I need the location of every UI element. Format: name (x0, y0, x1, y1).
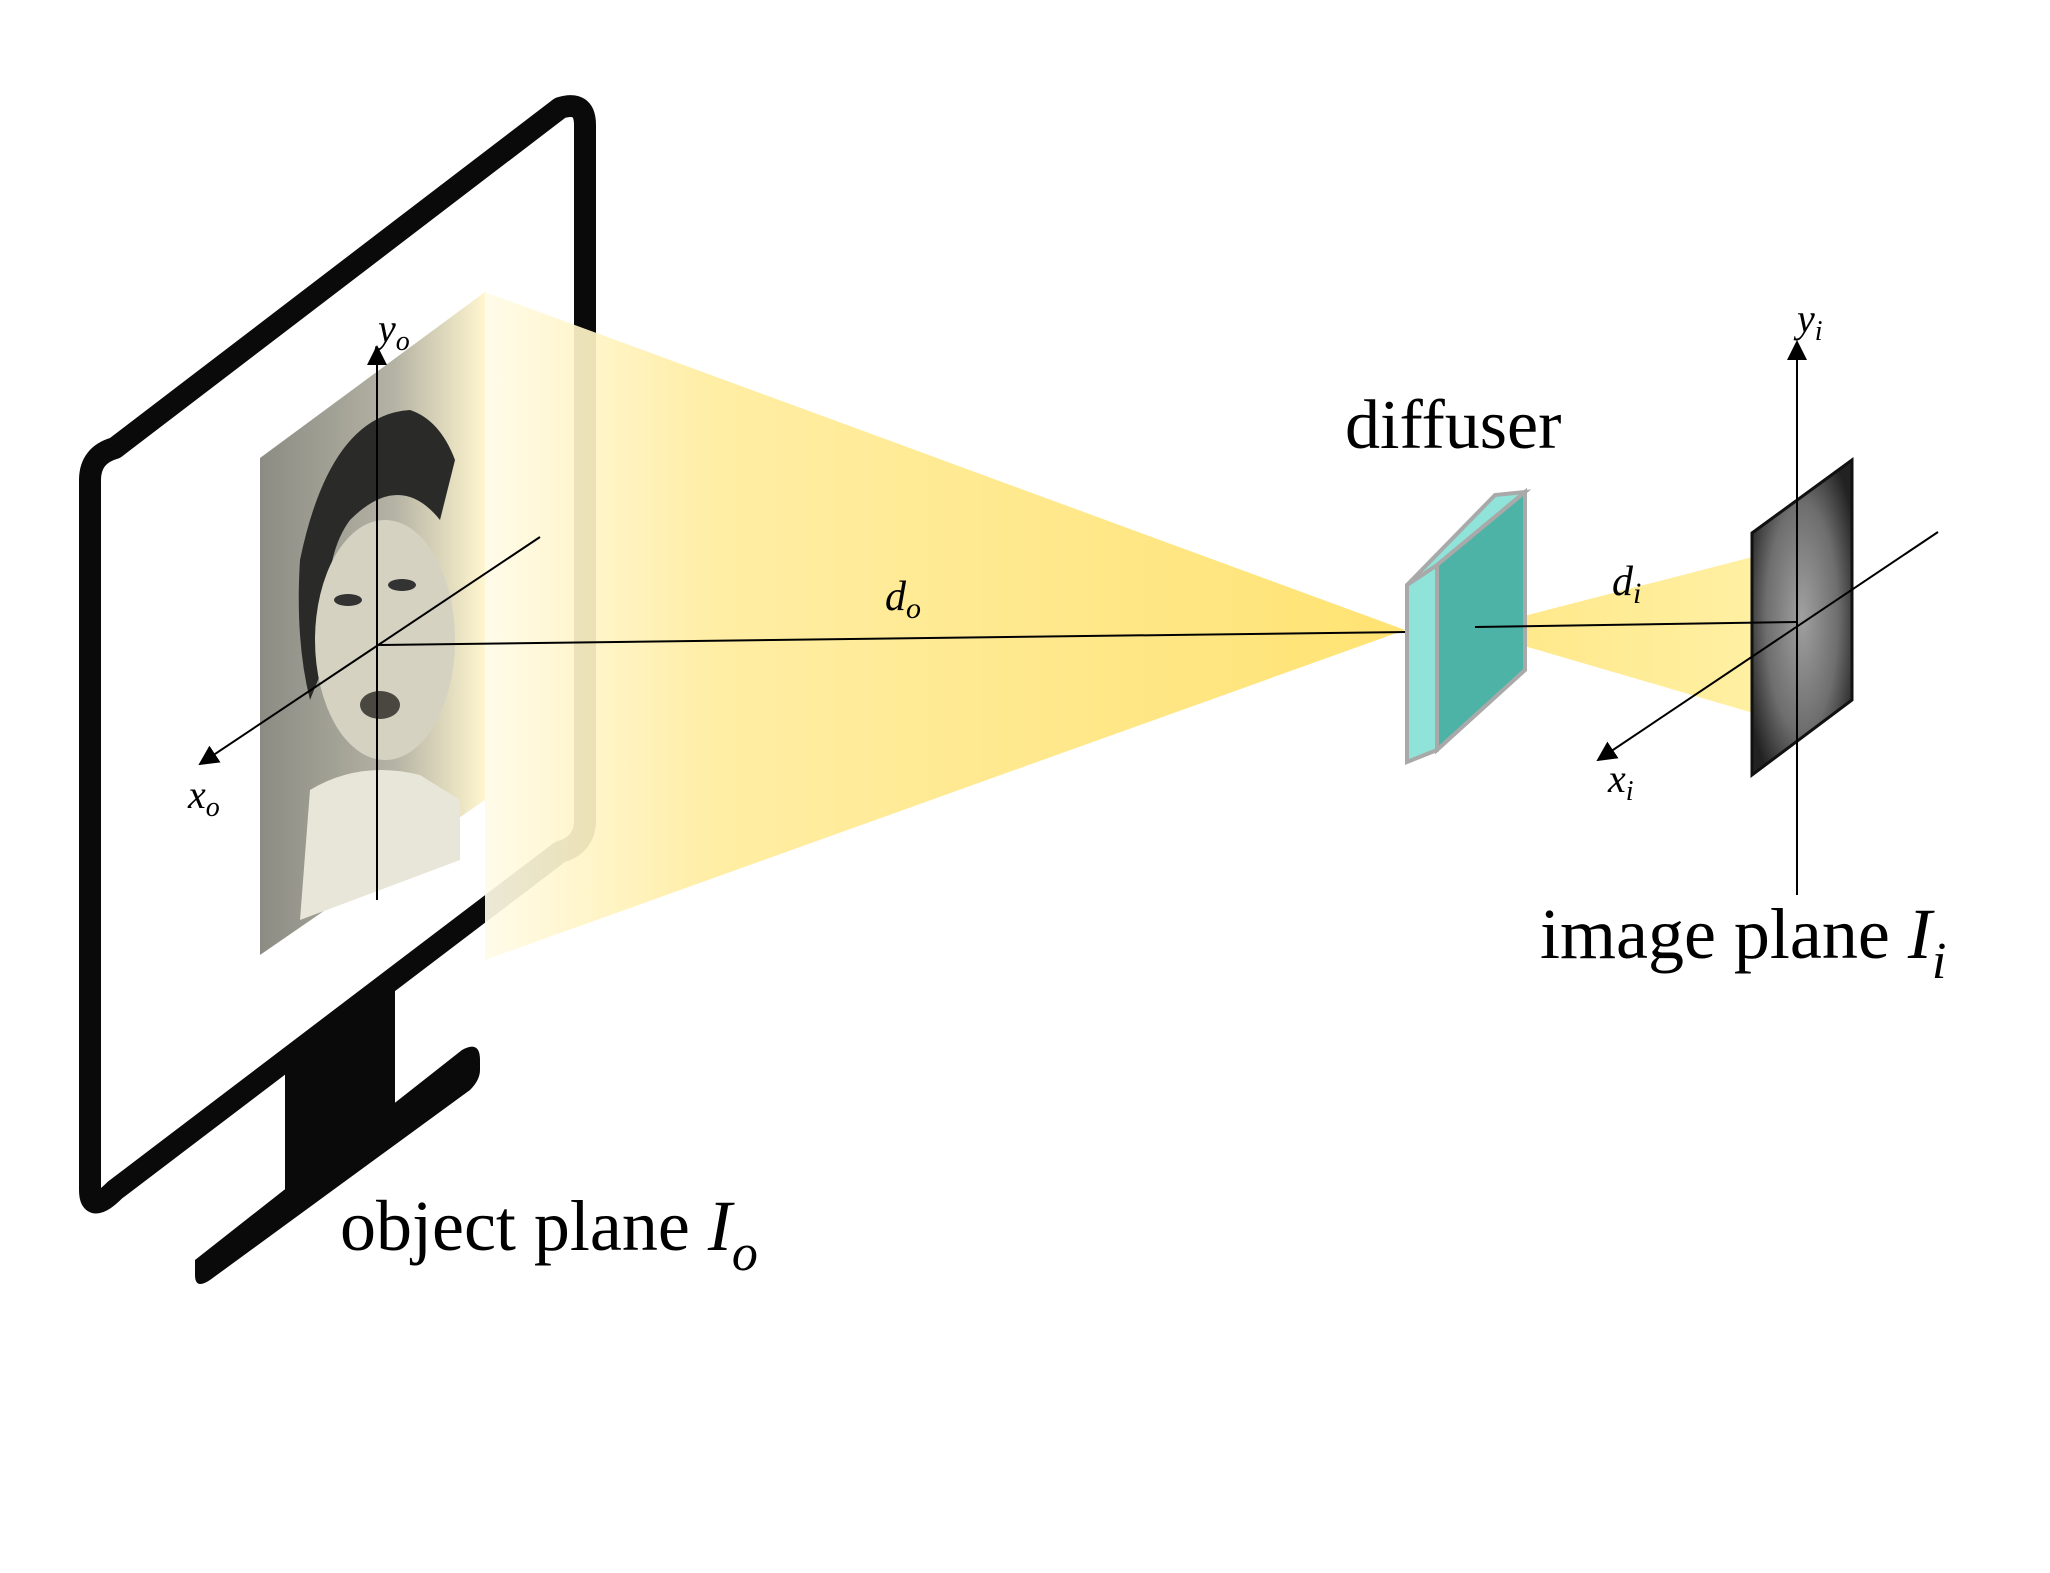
x-o-axis (198, 536, 541, 766)
light-beam-object-side (485, 292, 1405, 960)
x-i-label: xi (1607, 756, 1634, 807)
object-plane-axes (198, 345, 1406, 900)
d-i-label: di (1612, 559, 1641, 610)
image-plane-label: image plane Ii (1540, 894, 1946, 990)
diffuser-icon (1405, 487, 1532, 765)
d-o-label: do (885, 574, 921, 625)
y-o-label: yo (374, 306, 410, 357)
image-plane-axes (1474, 340, 1939, 895)
light-beam-image-side (1470, 555, 1760, 715)
face-photo (260, 292, 485, 955)
x-o-label: xo (187, 772, 220, 823)
y-i-label: yi (1793, 296, 1823, 347)
optical-axis-image-side (1474, 621, 1798, 628)
object-plane-label: object plane Io (340, 1186, 758, 1282)
optical-axis-object-side (376, 631, 1406, 646)
diffuser-label: diffuser (1345, 387, 1561, 464)
speckle-pattern (1750, 457, 1854, 778)
monitor-icon (79, 95, 596, 1284)
x-i-axis (1596, 531, 1939, 762)
